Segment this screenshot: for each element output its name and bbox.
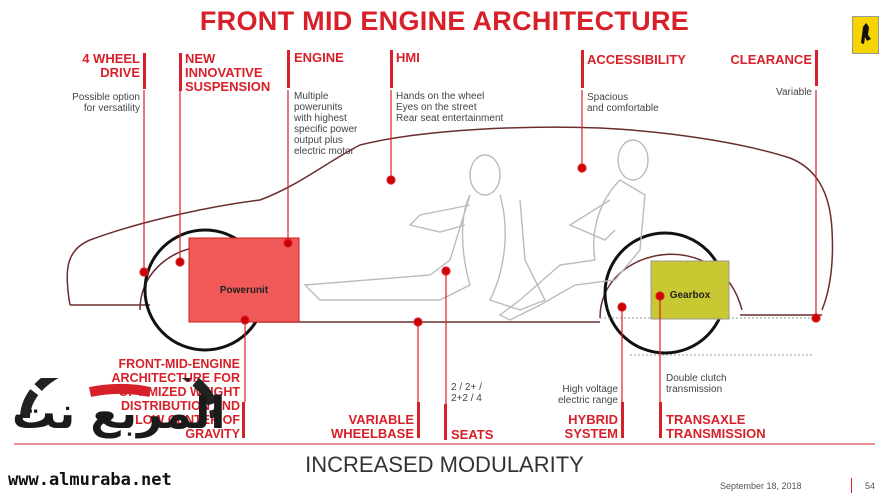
watermark-arabic-text: المربع نت: [12, 388, 226, 439]
passenger-figure: [498, 139, 649, 321]
page-title: FRONT MID ENGINE ARCHITECTURE: [199, 6, 690, 36]
page-number-divider: [851, 478, 852, 493]
accessibility-title: ACCESSIBILITY: [587, 52, 686, 67]
footer-caption: INCREASED MODULARITY: [305, 452, 584, 477]
date-label: September 18, 2018: [720, 481, 802, 491]
seats-desc: 2 / 2+ /2+2 / 4: [451, 382, 482, 404]
ferrari-logo-icon: [852, 16, 879, 54]
clearance-desc: Variable: [776, 87, 812, 98]
car-body-outline: [66, 126, 834, 311]
driver-figure: [303, 154, 546, 311]
clearance-title: CLEARANCE: [730, 52, 812, 67]
seats-title: SEATS: [451, 427, 494, 442]
engine-title: ENGINE: [294, 50, 344, 65]
watermark-url: www.almuraba.net: [8, 470, 172, 490]
hmi-title: HMI: [396, 50, 420, 65]
gearbox-label: Gearbox: [669, 290, 711, 301]
powerunit-label: Powerunit: [219, 285, 269, 296]
powerunit-box: [188, 237, 300, 323]
page-number: 54: [865, 481, 876, 491]
gearbox-box: [650, 260, 730, 320]
four-wheel-drive-title: 4 WHEEL DRIVE: [82, 51, 140, 80]
